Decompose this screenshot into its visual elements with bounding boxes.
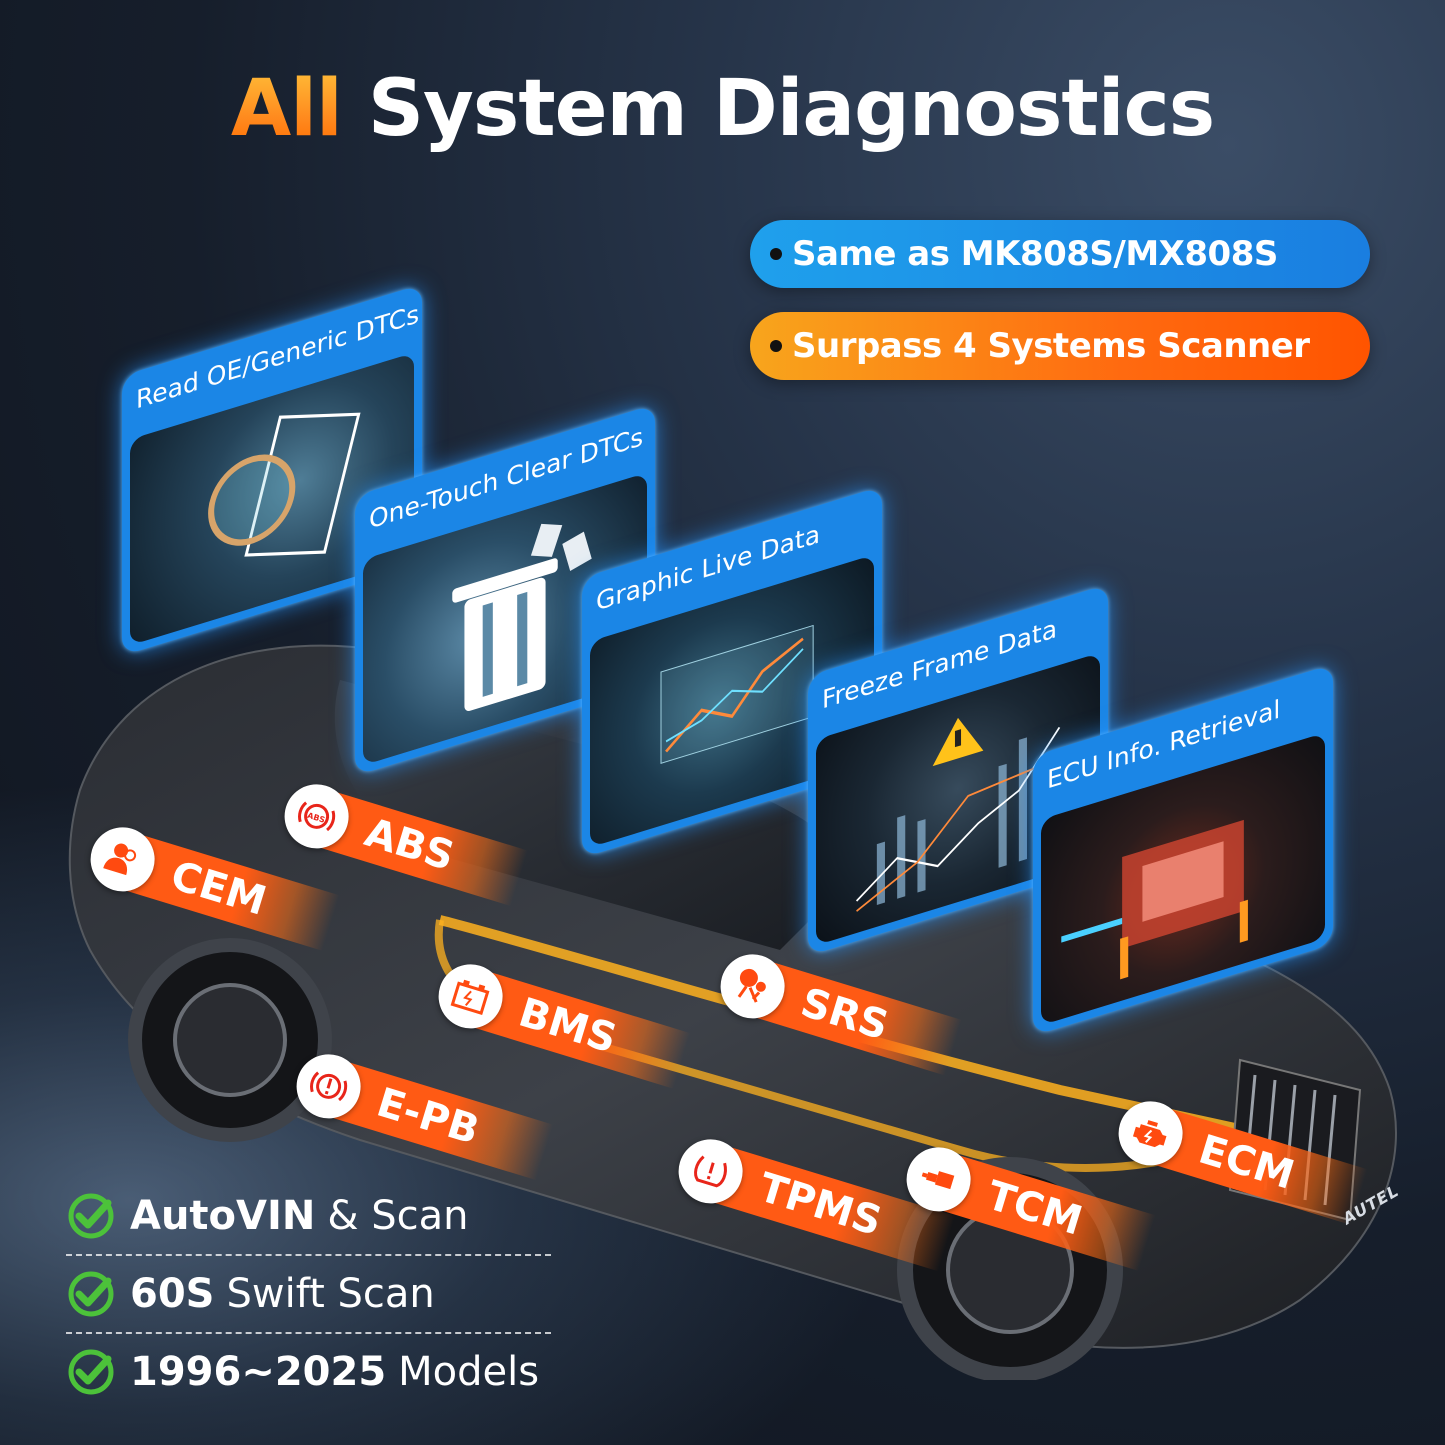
checklist-item: 1996~2025 Models — [66, 1336, 551, 1408]
parking-brake-icon — [288, 1046, 369, 1127]
bullet-dot-icon — [770, 248, 782, 260]
feature-card-clear-dtcs: One-Touch Clear DTCs — [355, 404, 655, 776]
system-tag-epb: E-PB — [288, 1046, 554, 1183]
tire-pressure-icon — [670, 1131, 751, 1212]
airbag-icon — [712, 946, 793, 1027]
checklist-rest: & Scan — [327, 1193, 469, 1239]
checklist-item: AutoVIN & Scan — [66, 1180, 551, 1252]
bullet-dot-icon — [770, 340, 782, 352]
checklist-strong: 1996~2025 — [130, 1349, 387, 1395]
feature-card-freeze-frame: Freeze Frame Data — [808, 584, 1108, 956]
system-tag-tcm: TCM — [898, 1139, 1157, 1273]
title-rest: System Diagnostics — [367, 64, 1215, 154]
system-tag-cem: CEM — [82, 819, 341, 953]
person-icon — [82, 819, 163, 900]
warning-chart-image — [816, 652, 1100, 946]
checklist-rest: Swift Scan — [226, 1271, 435, 1317]
title-accent: All — [230, 64, 343, 154]
feature-card-read-dtcs: Read OE/Generic DTCs — [122, 284, 422, 656]
feature-card-ecu-info: ECU Info. Retrieval — [1033, 664, 1333, 1036]
checklist-strong: AutoVIN — [130, 1193, 316, 1239]
page-title: All System Diagnostics — [0, 70, 1445, 148]
checklist-rest: Models — [398, 1349, 540, 1395]
check-circle-icon — [68, 1349, 114, 1395]
system-tag-tpms: TPMS — [670, 1131, 957, 1274]
engine-icon — [1110, 1093, 1191, 1174]
system-tag-ecm: ECM — [1110, 1093, 1369, 1227]
checklist-strong: 60S — [130, 1271, 215, 1317]
system-tag-bms: BMS — [430, 956, 692, 1091]
battery-icon — [430, 956, 511, 1037]
check-circle-icon — [68, 1271, 114, 1317]
check-circle-icon — [68, 1193, 114, 1239]
trash-bin-image — [363, 472, 647, 766]
surpass-pill-label: Surpass 4 Systems Scanner — [792, 326, 1310, 366]
feature-checklist: AutoVIN & Scan 60S Swift Scan 1996~2025 … — [66, 1180, 551, 1408]
dashed-divider — [66, 1254, 551, 1256]
dashed-divider — [66, 1332, 551, 1334]
surpass-pill: Surpass 4 Systems Scanner — [750, 312, 1370, 380]
checklist-item: 60S Swift Scan — [66, 1258, 551, 1330]
live-graph-image — [590, 554, 874, 848]
compat-pill-label: Same as MK808S/MX808S — [792, 234, 1278, 274]
chip-board-image — [1041, 732, 1325, 1026]
transmission-icon — [898, 1139, 979, 1220]
system-tag-srs: SRS — [712, 946, 964, 1078]
system-tag-abs: ABS ABS — [276, 776, 529, 909]
compat-pill: Same as MK808S/MX808S — [750, 220, 1370, 288]
abs-icon: ABS — [276, 776, 357, 857]
feature-card-live-data: Graphic Live Data — [582, 486, 882, 858]
magnifier-document-image — [130, 352, 414, 646]
